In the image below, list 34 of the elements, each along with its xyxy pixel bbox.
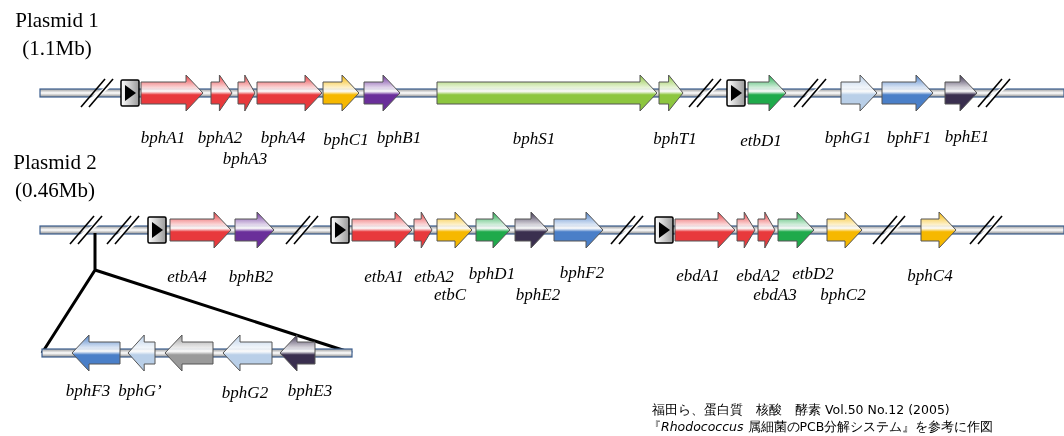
gene-label: bphC2	[820, 285, 866, 305]
gene-label: bphG’	[118, 381, 162, 401]
gene-label: bphC4	[907, 266, 953, 286]
gene-label: bphA4	[260, 128, 306, 148]
gene-label: bphF1	[886, 128, 932, 148]
gene-label: ebdA3	[753, 285, 797, 305]
gene-label: bphT1	[653, 129, 697, 149]
gene-label: bphD1	[468, 264, 516, 284]
gene-label: bphC1	[323, 130, 369, 150]
gene-label: bphE3	[287, 381, 333, 401]
gene-label: etbA2	[414, 267, 454, 287]
gene-label: bphF3	[65, 381, 111, 401]
gene-label: bphE1	[944, 127, 990, 147]
gene-label: bphA1	[140, 128, 186, 148]
plasmid-label: Plasmid 2 (0.46Mb)	[12, 149, 98, 204]
gene-label: ebdA2	[736, 266, 780, 286]
gene-label: bphF2	[559, 263, 605, 283]
plasmid-label: Plasmid 1 (1.1Mb)	[14, 7, 100, 62]
gene-label: bphB2	[228, 267, 274, 287]
gene-label: etbA1	[364, 267, 404, 287]
citation-note: 福田ら、蛋白質 核酸 酵素 Vol.50 No.12 (2005)	[652, 401, 950, 418]
gene-label: etbD1	[740, 131, 782, 151]
gene-label: bphA2	[197, 128, 243, 148]
citation-note: 『Rhodococcus 属細菌のPCB分解システム』を参考に作図	[648, 418, 994, 435]
gene-label: etbA4	[167, 267, 207, 287]
gene-label: etbD2	[792, 264, 834, 284]
gene-label: bphB1	[376, 128, 422, 148]
gene-label: ebdA1	[676, 266, 720, 286]
gene-label: bphG1	[824, 128, 872, 148]
gene-label: bphS1	[512, 129, 556, 149]
gene-label: etbC	[433, 285, 467, 305]
gene-label: bphG2	[221, 383, 269, 403]
gene-label: bphE2	[515, 285, 561, 305]
gene-label: bphA3	[222, 149, 268, 169]
